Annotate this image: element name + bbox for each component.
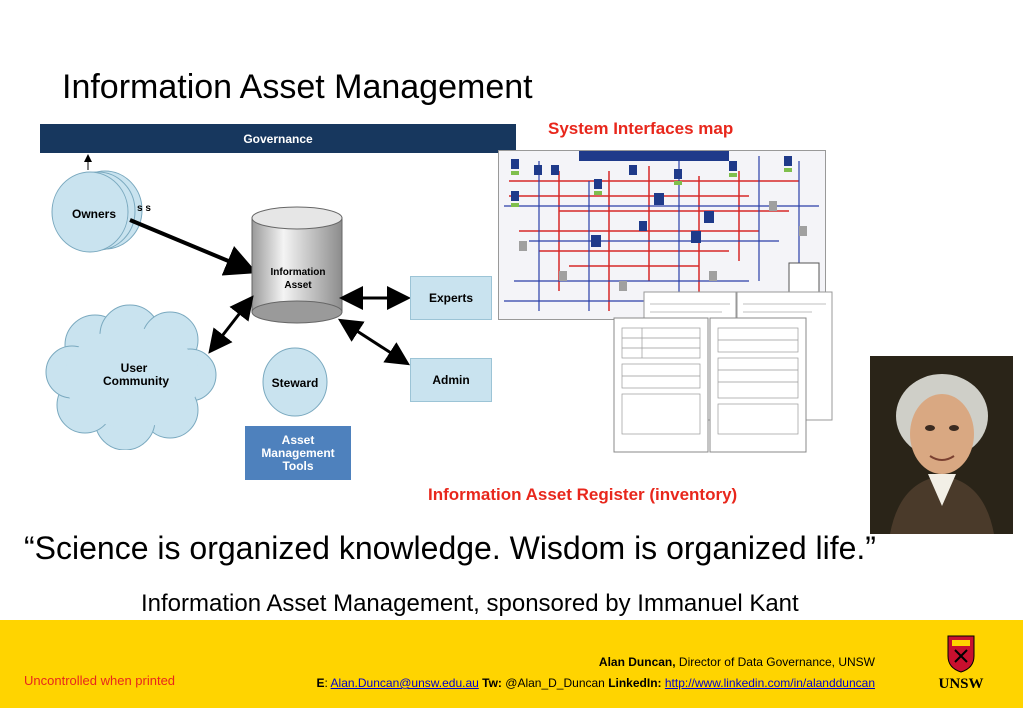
governance-diagram: s s Owners Information Asset User Commun… [45,154,411,450]
user-label-1: User [121,361,148,375]
email-sep: : [324,676,331,690]
owners-back-label: s s [137,203,151,214]
governance-bar: Governance [40,124,516,153]
linkedin-link[interactable]: http://www.linkedin.com/in/alandduncan [664,676,875,690]
asset-admin-arrow [337,318,411,366]
email-label: E [316,676,325,690]
owners-label: Owners [72,207,116,221]
email-link[interactable]: Alan.Duncan@unsw.edu.au [330,676,479,690]
asset-community-arrow [208,295,254,354]
twitter-label: Tw: [478,676,502,690]
author-line: Alan Duncan, Director of Data Governance… [599,655,875,669]
twitter-handle: @Alan_D_Duncan [501,676,609,690]
steward-label: Steward [272,376,319,390]
system-interfaces-label: System Interfaces map [548,119,734,138]
asset-cylinder-bottom [251,300,343,324]
asset-cylinder-body [251,217,343,313]
immanuel-kant-portrait [870,356,1013,534]
subtitle-text: Information Asset Management, sponsored … [141,590,799,617]
author-name: Alan Duncan, [598,655,676,669]
steward-bubble [262,347,328,417]
uncontrolled-notice: Uncontrolled when printed [24,673,176,688]
page-title: Information Asset Management [62,68,533,106]
footer-bar [0,620,1023,708]
author-role: Director of Data Governance, UNSW [675,655,875,669]
asset-register-label: Information Asset Register (inventory) [428,485,738,504]
owners-bubble [51,171,129,253]
contact-line: E: Alan.Duncan@unsw.edu.au Tw: @Alan_D_D… [317,676,876,690]
asset-label-1: Information [271,267,326,278]
asset-register-documents-image [613,291,833,453]
register-page-front [613,317,807,453]
linkedin-label: LinkedIn: [608,676,662,690]
experts-box: Experts [410,276,492,320]
tools-label: Asset Management Tools [261,432,335,473]
user-label-2: Community [103,374,169,388]
asset-management-tools-box: Asset Management Tools [245,426,351,480]
admin-box: Admin [410,358,492,402]
asset-cylinder-top [251,206,343,230]
user-community-cloud [45,304,217,450]
quote-text: “Science is organized knowledge. Wisdom … [24,530,876,566]
asset-label-2: Asset [284,280,312,291]
unsw-logo: UNSW [938,635,984,692]
logo-text: UNSW [938,676,983,692]
owners-to-asset-arrow [129,218,258,276]
